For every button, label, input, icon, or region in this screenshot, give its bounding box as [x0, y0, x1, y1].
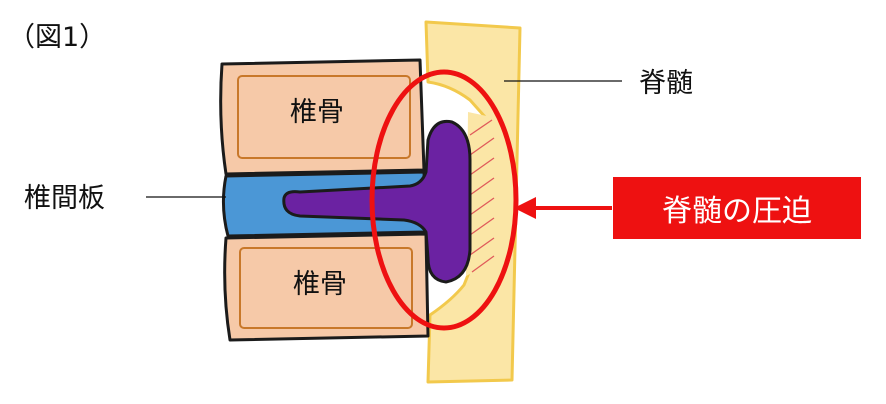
- herniated-nucleus: [282, 119, 472, 284]
- vertebra-upper: [219, 58, 426, 176]
- callout-arrow-head: [514, 197, 536, 219]
- disc-label: 椎間板: [24, 183, 105, 214]
- compression-callout-text: 脊髄の圧迫: [662, 194, 812, 229]
- compression-highlight-ring: [369, 69, 519, 331]
- spinal-cord-label: 脊髄: [639, 68, 693, 99]
- compression-callout-box: 脊髄の圧迫: [613, 177, 861, 239]
- vertebra-lower: [223, 232, 430, 342]
- vertebra-upper-label: 椎骨: [290, 97, 344, 128]
- vertebra-lower-label: 椎骨: [293, 269, 347, 300]
- figure-label: （図1）: [8, 22, 107, 53]
- compression-hatching: [469, 119, 495, 273]
